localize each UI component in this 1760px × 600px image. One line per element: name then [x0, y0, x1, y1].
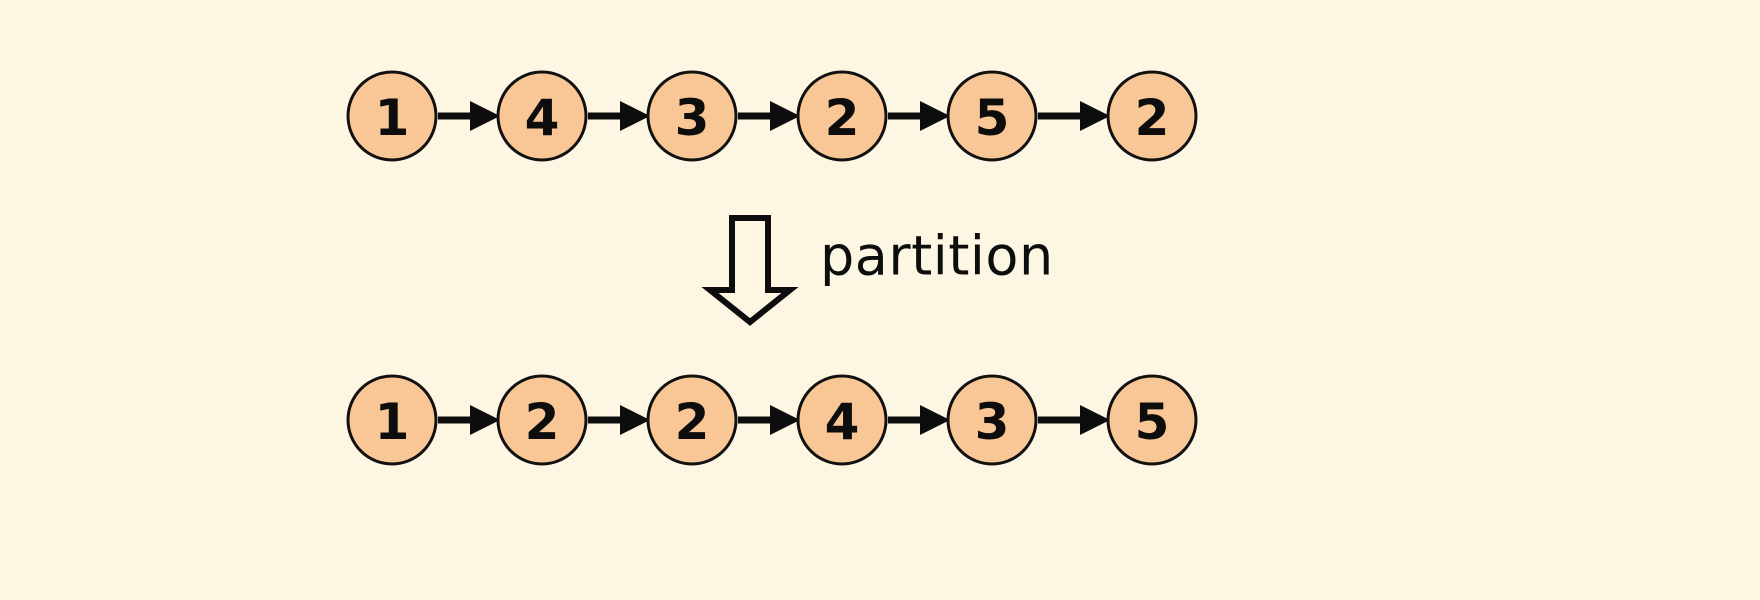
list-node[interactable]: 2 — [1106, 70, 1198, 162]
link-arrow-bottom-1 — [438, 405, 500, 435]
node-circle — [946, 70, 1038, 162]
list-node[interactable]: 3 — [946, 374, 1038, 466]
link-arrow-top-4 — [888, 101, 950, 131]
list-node[interactable]: 3 — [646, 70, 738, 162]
output-linked-list: 1 2 2 4 3 5 — [346, 374, 1198, 466]
link-arrow-bottom-5 — [1038, 405, 1110, 435]
list-node[interactable]: 2 — [646, 374, 738, 466]
link-arrow-bottom-2 — [588, 405, 650, 435]
node-circle — [796, 374, 888, 466]
input-linked-list: 1 4 3 2 5 2 — [346, 70, 1198, 162]
node-value: 1 — [375, 393, 410, 451]
link-arrow-top-3 — [738, 101, 800, 131]
node-value: 2 — [825, 89, 860, 147]
link-arrow-bottom-4 — [888, 405, 950, 435]
node-value: 1 — [375, 89, 410, 147]
node-circle — [1106, 70, 1198, 162]
partition-operation: partition — [701, 215, 1054, 326]
list-node[interactable]: 1 — [346, 70, 438, 162]
node-value: 4 — [525, 89, 560, 147]
node-circle — [1106, 374, 1198, 466]
node-value: 2 — [675, 393, 710, 451]
node-value: 5 — [975, 89, 1010, 147]
link-arrow-top-5 — [1038, 101, 1110, 131]
link-arrow-top-1 — [438, 101, 500, 131]
node-circle — [796, 70, 888, 162]
node-circle — [346, 70, 438, 162]
list-node[interactable]: 5 — [946, 70, 1038, 162]
link-arrow-top-2 — [588, 101, 650, 131]
node-circle — [646, 70, 738, 162]
list-node[interactable]: 2 — [796, 70, 888, 162]
list-node[interactable]: 4 — [796, 374, 888, 466]
node-value: 2 — [1135, 89, 1170, 147]
node-value: 3 — [675, 89, 710, 147]
operation-label: partition — [820, 225, 1054, 288]
list-node[interactable]: 1 — [346, 374, 438, 466]
node-circle — [346, 374, 438, 466]
down-arrow-icon — [701, 215, 799, 326]
node-value: 4 — [825, 393, 860, 451]
list-node[interactable]: 2 — [496, 374, 588, 466]
node-value: 3 — [975, 393, 1010, 451]
node-circle — [646, 374, 738, 466]
node-circle — [496, 374, 588, 466]
list-node[interactable]: 4 — [496, 70, 588, 162]
link-arrow-bottom-3 — [738, 405, 800, 435]
node-value: 2 — [525, 393, 560, 451]
node-circle — [946, 374, 1038, 466]
node-value: 5 — [1135, 393, 1170, 451]
list-node[interactable]: 5 — [1106, 374, 1198, 466]
node-circle — [496, 70, 588, 162]
